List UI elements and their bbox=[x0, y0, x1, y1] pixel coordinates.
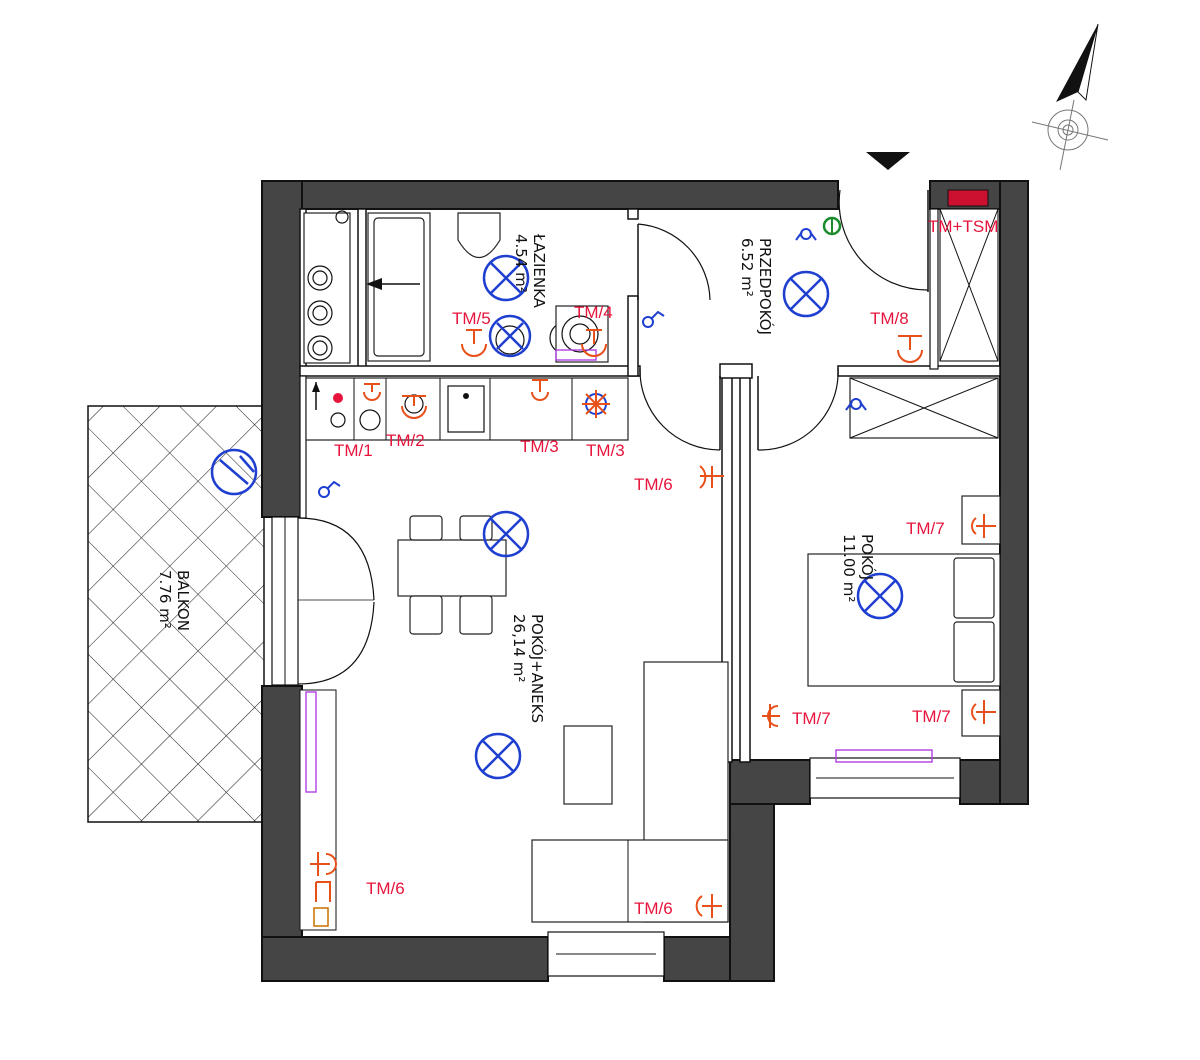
room-name: POKÓJ bbox=[858, 534, 877, 580]
bathroom-fixtures bbox=[366, 212, 609, 363]
bed bbox=[807, 495, 1001, 737]
hall-wardrobe bbox=[939, 189, 999, 362]
light-icon bbox=[482, 254, 530, 302]
tag-label: TM/1 bbox=[334, 441, 373, 460]
socket-icon bbox=[695, 894, 722, 918]
socket-icon bbox=[313, 881, 331, 927]
electrical-tags: TM/1 TM/2 TM/3 TM/3 TM/4 TM/5 TM/6 TM/6 … bbox=[334, 217, 998, 918]
dining-set bbox=[397, 515, 507, 635]
sockets bbox=[310, 329, 996, 927]
light-icon bbox=[482, 510, 530, 558]
tag-label: TM/7 bbox=[912, 707, 951, 726]
room-area: 4.54 m² bbox=[512, 234, 530, 293]
tag-label: TM/3 bbox=[586, 441, 625, 460]
ventilation-shafts bbox=[303, 210, 351, 364]
socket-icon bbox=[363, 383, 381, 401]
doors bbox=[271, 152, 929, 686]
tag-label: TM/4 bbox=[574, 303, 613, 322]
socket-icon bbox=[531, 379, 549, 401]
balcony bbox=[87, 405, 265, 823]
sofa bbox=[531, 661, 729, 923]
kitchen-counter bbox=[305, 377, 629, 441]
switch-icon bbox=[582, 390, 610, 418]
tag-label: TM/7 bbox=[792, 709, 831, 728]
room-name: BALKON bbox=[174, 570, 192, 631]
switch-icon bbox=[642, 310, 665, 328]
light-icon bbox=[488, 314, 532, 358]
tag-label: TM/8 bbox=[870, 309, 909, 328]
light-icon bbox=[856, 572, 904, 620]
tag-label: TM/6 bbox=[634, 899, 673, 918]
tag-label: TM+TSM bbox=[928, 217, 998, 236]
bedroom-wardrobe bbox=[849, 377, 999, 439]
room-label-lazienka: ŁAZIENKA 4.54 m² bbox=[512, 233, 548, 309]
room-label-pokoj-aneks: POKÓJ+ANEKS 26,14 m² bbox=[510, 614, 547, 723]
partitions bbox=[299, 208, 1001, 763]
room-name: ŁAZIENKA bbox=[530, 233, 548, 309]
room-label-balkon: BALKON 7.76 m² bbox=[156, 570, 192, 631]
socket-icon bbox=[581, 329, 607, 357]
light-icon bbox=[782, 270, 830, 318]
tag-label: TM/3 bbox=[520, 437, 559, 456]
switch-icon bbox=[845, 398, 867, 411]
socket-icon bbox=[310, 852, 337, 876]
light-icon bbox=[474, 732, 522, 780]
switches bbox=[318, 216, 867, 498]
windows bbox=[299, 689, 961, 977]
socket-icon bbox=[971, 700, 996, 724]
socket-icon bbox=[897, 335, 923, 363]
compass-icon bbox=[1031, 23, 1109, 171]
outer-walls bbox=[261, 180, 1029, 982]
tag-label: TM/7 bbox=[906, 519, 945, 538]
room-label-przedpokoj: PRZEDPOKÓJ 6.52 m² bbox=[738, 238, 775, 335]
socket-icon bbox=[699, 465, 724, 489]
wall-light-icon bbox=[210, 448, 258, 496]
room-area: 6.52 m² bbox=[738, 238, 756, 297]
tag-label: TM/6 bbox=[634, 475, 673, 494]
light-fixtures bbox=[210, 254, 904, 780]
socket-icon bbox=[762, 704, 780, 728]
socket-icon bbox=[461, 329, 487, 357]
switch-icon bbox=[318, 480, 341, 498]
socket-icon bbox=[971, 514, 996, 538]
tag-label: TM/2 bbox=[386, 431, 425, 450]
room-area: 7.76 m² bbox=[156, 570, 174, 629]
room-name: POKÓJ+ANEKS bbox=[528, 614, 547, 723]
intercom-icon bbox=[822, 216, 842, 236]
tag-label: TM/6 bbox=[366, 879, 405, 898]
socket-icon bbox=[401, 395, 427, 419]
switch-icon bbox=[795, 228, 817, 241]
tag-label: TM/5 bbox=[452, 309, 491, 328]
room-area: 26,14 m² bbox=[510, 614, 528, 682]
room-label-pokoj: POKÓJ 11.00 m² bbox=[840, 534, 877, 602]
room-name: PRZEDPOKÓJ bbox=[756, 238, 775, 335]
room-area: 11.00 m² bbox=[840, 534, 858, 602]
